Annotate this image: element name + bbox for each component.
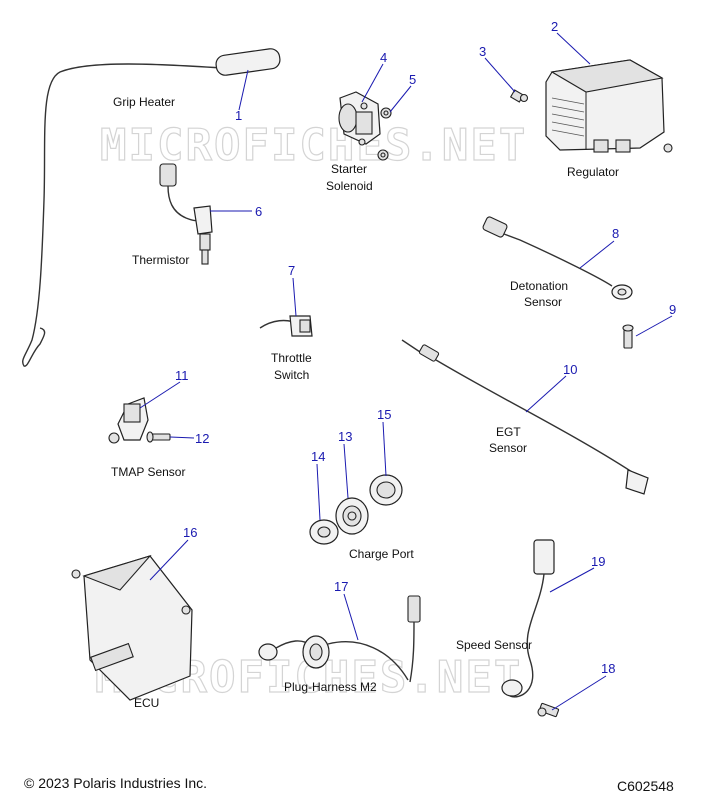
label-grip-heater: Grip Heater <box>113 95 175 109</box>
part-number-17: 17 <box>334 579 348 594</box>
ecu-part <box>71 554 193 701</box>
copyright-text: © 2023 Polaris Industries Inc. <box>24 775 207 791</box>
part-number-1: 1 <box>235 108 242 123</box>
label-throttle: Throttle <box>271 351 312 365</box>
label-egt-sensor: Sensor <box>489 441 527 455</box>
part-number-4: 4 <box>380 50 387 65</box>
speed-sensor-part <box>501 539 555 698</box>
part-numbers: 1 2 3 4 5 6 7 8 9 10 11 12 13 14 15 16 1… <box>175 19 676 676</box>
part-labels: Grip Heater Starter Solenoid Regulator T… <box>111 95 619 710</box>
throttle-switch-part <box>259 315 313 337</box>
thermistor-part <box>159 163 213 265</box>
label-egt: EGT <box>496 425 521 439</box>
screw-part-12 <box>146 431 171 443</box>
starter-solenoid-part <box>338 91 381 146</box>
label-ecu: ECU <box>134 696 159 710</box>
diagram-code: C602548 <box>617 778 674 794</box>
leader-lines <box>139 32 673 711</box>
watermark-top: MICROFICHES.NET <box>100 120 527 171</box>
part-number-2: 2 <box>551 19 558 34</box>
label-detonation: Detonation <box>510 279 568 293</box>
label-starter: Starter <box>331 162 367 176</box>
cap-part-14 <box>309 519 339 545</box>
part-number-3: 3 <box>479 44 486 59</box>
part-number-18: 18 <box>601 661 615 676</box>
part-number-5: 5 <box>409 72 416 87</box>
part-number-19: 19 <box>591 554 605 569</box>
part-number-6: 6 <box>255 204 262 219</box>
part-number-11: 11 <box>175 368 189 383</box>
part-number-15: 15 <box>377 407 391 422</box>
part-number-10: 10 <box>563 362 577 377</box>
part-number-12: 12 <box>195 431 209 446</box>
label-charge-port: Charge Port <box>349 547 414 561</box>
grip-heater-part <box>22 48 281 367</box>
bolt-part-9 <box>622 324 634 349</box>
nut-part-5 <box>377 107 392 161</box>
label-solenoid: Solenoid <box>326 179 373 193</box>
part-number-8: 8 <box>612 226 619 241</box>
charge-port-part <box>335 497 369 535</box>
label-switch: Switch <box>274 368 309 382</box>
regulator-part <box>545 59 673 153</box>
label-speed-sensor: Speed Sensor <box>456 638 532 652</box>
part-number-13: 13 <box>338 429 352 444</box>
bolt-part-18 <box>537 702 560 718</box>
egt-sensor-part <box>401 339 649 495</box>
label-tmap-sensor: TMAP Sensor <box>111 465 185 479</box>
label-detonation-sensor: Sensor <box>524 295 562 309</box>
tmap-sensor-part <box>108 397 149 444</box>
screw-part-3 <box>509 89 529 103</box>
part-number-7: 7 <box>288 263 295 278</box>
label-regulator: Regulator <box>567 165 619 179</box>
part-number-16: 16 <box>183 525 197 540</box>
label-thermistor: Thermistor <box>132 253 189 267</box>
plug-harness-part <box>258 595 421 683</box>
label-plug-harness: Plug-Harness M2 <box>284 680 377 694</box>
part-number-14: 14 <box>311 449 325 464</box>
detonation-sensor-part <box>482 216 633 300</box>
part-number-9: 9 <box>669 302 676 317</box>
nut-ring-part-15 <box>369 474 403 506</box>
